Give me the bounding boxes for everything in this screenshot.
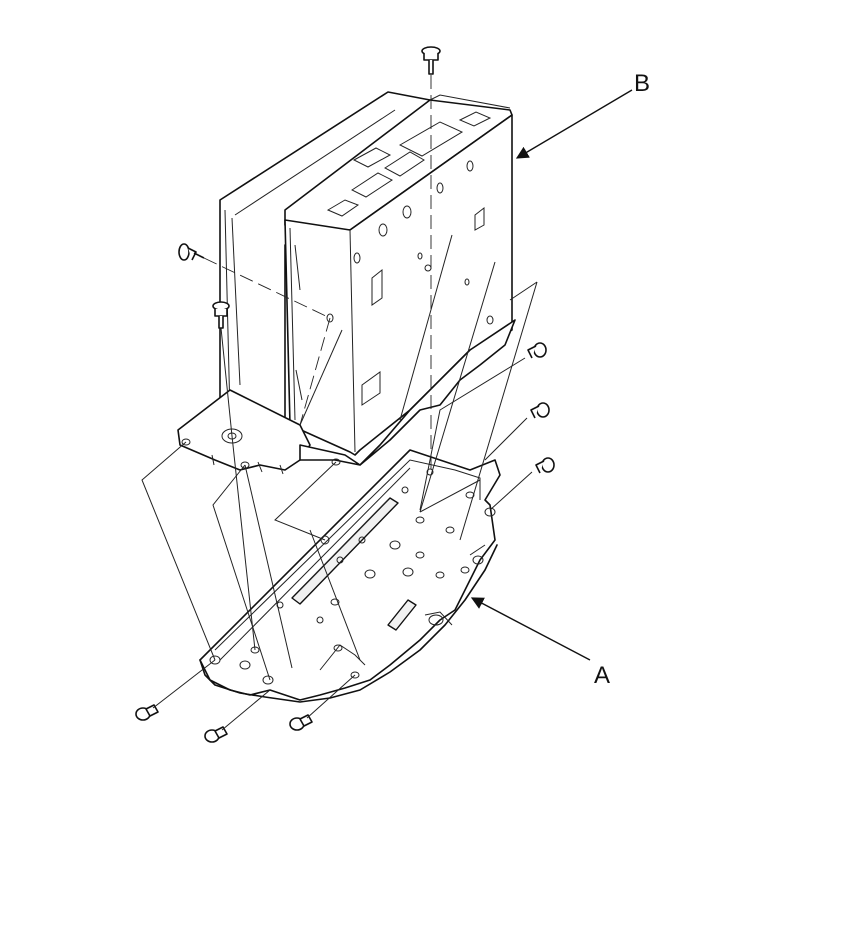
- bolt-right-1-icon: [527, 342, 547, 359]
- unit-b-mounting-flange: [177, 389, 311, 471]
- bolt-left-vertical-icon: [212, 301, 230, 329]
- alignment-lines: [141, 75, 538, 731]
- bolt-right-2-icon: [530, 402, 550, 419]
- bolt-bottom-middle-icon: [204, 726, 228, 743]
- callout-a-leader: [470, 597, 591, 661]
- callout-b-label: B: [634, 70, 651, 97]
- bolt-bottom-left-icon: [135, 704, 159, 721]
- bolt-top-icon: [421, 46, 441, 75]
- bolt-bottom-right-icon: [289, 714, 313, 731]
- unit-a-small-block: [387, 599, 417, 631]
- callout-b-leader: [515, 89, 633, 159]
- unit-a-tray-outline: [199, 449, 501, 701]
- unit-b: [177, 91, 516, 475]
- bolt-right-3-icon: [535, 457, 555, 474]
- callout-a-label: A: [594, 662, 611, 689]
- bolt-upper-left-icon: [178, 243, 205, 261]
- unit-a-holes: [209, 468, 496, 685]
- mounting-bolts: [135, 46, 555, 743]
- unit-a: [199, 449, 501, 703]
